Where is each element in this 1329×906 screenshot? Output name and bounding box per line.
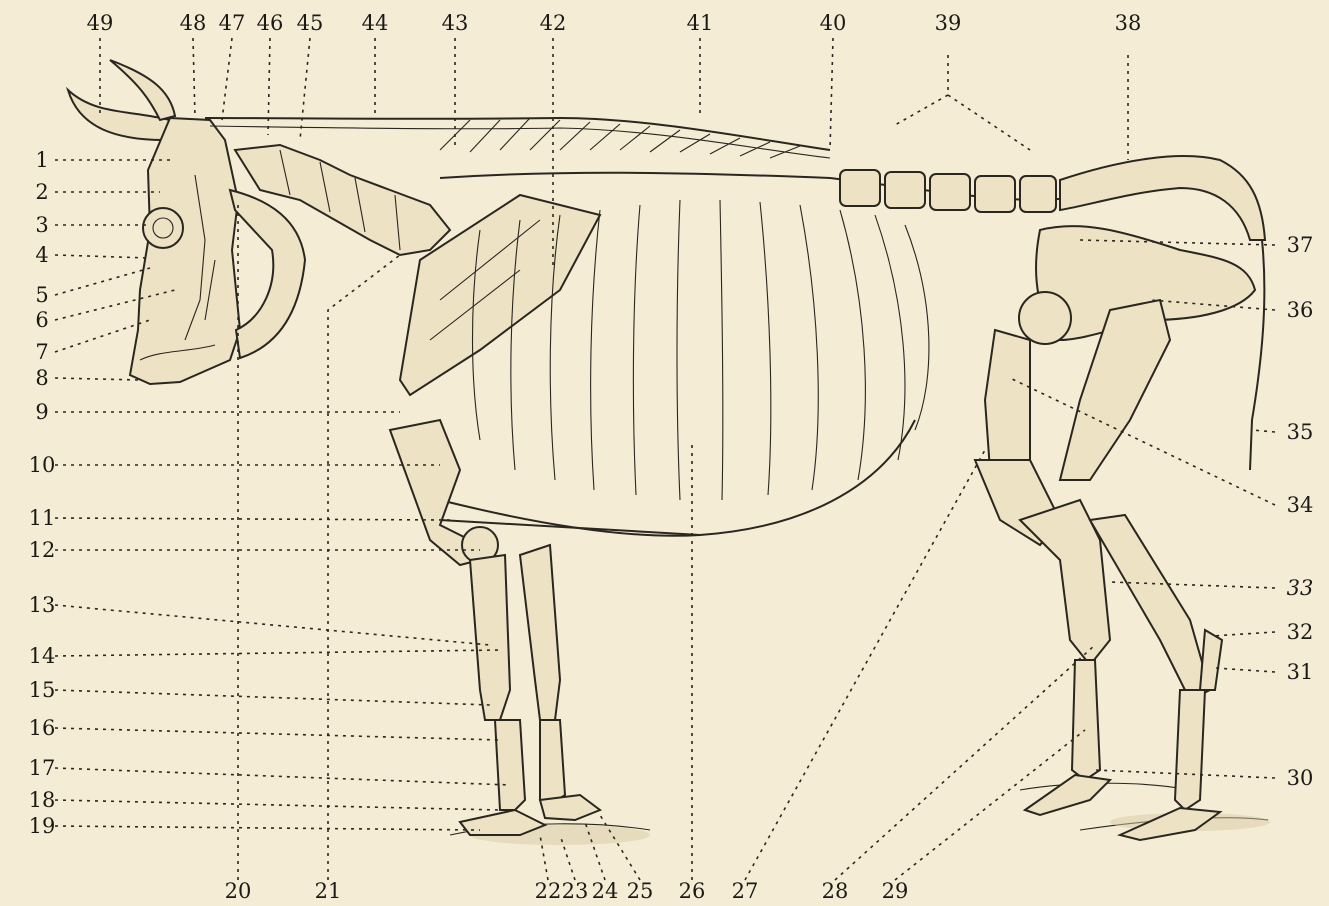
label-34: 34 bbox=[1287, 493, 1314, 517]
label-10: 10 bbox=[29, 453, 56, 477]
label-7: 7 bbox=[35, 340, 48, 364]
label-36: 36 bbox=[1287, 298, 1314, 322]
label-49: 49 bbox=[87, 11, 114, 35]
skull bbox=[130, 118, 240, 384]
label-35: 35 bbox=[1287, 420, 1314, 444]
label-5: 5 bbox=[35, 283, 48, 307]
label-47: 47 bbox=[219, 11, 246, 35]
label-24: 24 bbox=[592, 879, 619, 903]
label-39: 39 bbox=[935, 11, 962, 35]
label-16: 16 bbox=[29, 716, 56, 740]
cattle-skeleton-drawing bbox=[68, 60, 1270, 845]
label-40: 40 bbox=[820, 11, 847, 35]
tail bbox=[1250, 240, 1264, 470]
label-18: 18 bbox=[29, 788, 56, 812]
label-43: 43 bbox=[442, 11, 469, 35]
label-2: 2 bbox=[35, 180, 48, 204]
label-23: 23 bbox=[562, 879, 589, 903]
label-19: 19 bbox=[29, 814, 56, 838]
label-30: 30 bbox=[1287, 766, 1314, 790]
label-33: 33 bbox=[1287, 576, 1314, 600]
label-32: 32 bbox=[1287, 620, 1314, 644]
label-9: 9 bbox=[35, 400, 48, 424]
label-4: 4 bbox=[35, 243, 48, 267]
hind-limb bbox=[975, 300, 1222, 840]
label-46: 46 bbox=[257, 11, 284, 35]
label-13: 13 bbox=[29, 593, 56, 617]
label-37: 37 bbox=[1287, 233, 1314, 257]
label-45: 45 bbox=[297, 11, 324, 35]
label-41: 41 bbox=[687, 11, 714, 35]
label-28: 28 bbox=[822, 879, 849, 903]
label-8: 8 bbox=[35, 366, 48, 390]
fore-limb bbox=[390, 420, 600, 835]
label-21: 21 bbox=[315, 879, 342, 903]
label-29: 29 bbox=[882, 879, 909, 903]
label-17: 17 bbox=[29, 756, 56, 780]
label-27: 27 bbox=[732, 879, 759, 903]
label-20: 20 bbox=[225, 879, 252, 903]
label-25: 25 bbox=[627, 879, 654, 903]
label-12: 12 bbox=[29, 538, 56, 562]
label-22: 22 bbox=[535, 879, 562, 903]
label-15: 15 bbox=[29, 678, 56, 702]
label-6: 6 bbox=[35, 308, 48, 332]
label-44: 44 bbox=[362, 11, 389, 35]
label-48: 48 bbox=[180, 11, 207, 35]
label-11: 11 bbox=[29, 506, 56, 530]
label-31: 31 bbox=[1287, 660, 1314, 684]
mandible bbox=[230, 190, 305, 358]
label-42: 42 bbox=[540, 11, 567, 35]
label-14: 14 bbox=[29, 644, 56, 668]
label-26: 26 bbox=[679, 879, 706, 903]
label-38: 38 bbox=[1115, 11, 1142, 35]
label-3: 3 bbox=[35, 213, 48, 237]
label-1: 1 bbox=[35, 148, 48, 172]
